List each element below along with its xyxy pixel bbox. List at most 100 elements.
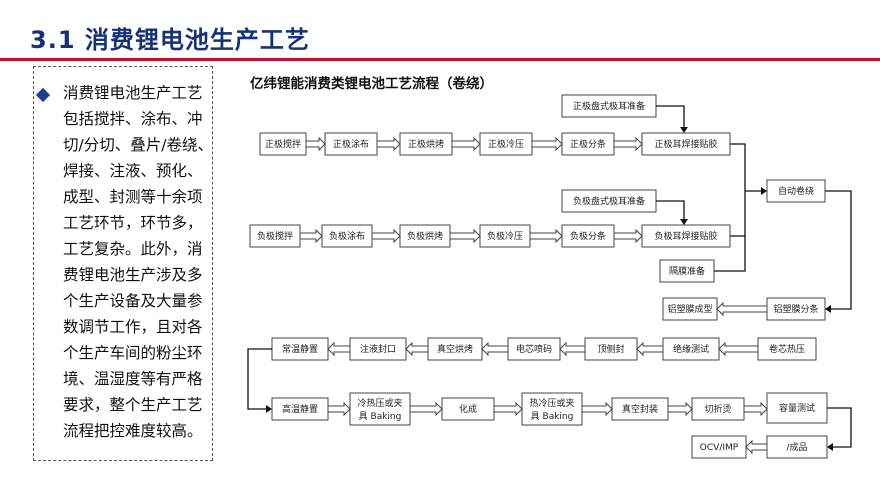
step-pos-bake: 正极烘烤 bbox=[399, 132, 453, 156]
step-pos-slit: 正极分条 bbox=[561, 132, 615, 156]
svg-text:高温静置: 高温静置 bbox=[282, 403, 318, 415]
flow-arrow bbox=[451, 136, 481, 152]
step-separator-prep: 隔膜准备 bbox=[659, 259, 715, 283]
page-title: 3.1 消费锂电池生产工艺 bbox=[30, 26, 310, 54]
step-fill-seal: 注液封口 bbox=[349, 337, 407, 361]
svg-text:负极分条: 负极分条 bbox=[570, 230, 606, 242]
step-vacuum-seal: 真空封装 bbox=[611, 397, 669, 421]
flow-arrow bbox=[581, 401, 613, 417]
arrow-head bbox=[680, 219, 688, 225]
svg-text:正极搅拌: 正极搅拌 bbox=[265, 138, 301, 150]
step-neg-coat: 负极涂布 bbox=[321, 224, 373, 248]
svg-text:正极分条: 正极分条 bbox=[570, 138, 606, 150]
svg-text:具 Baking: 具 Baking bbox=[531, 411, 574, 422]
svg-text:常温静置: 常温静置 bbox=[282, 343, 318, 355]
step-final-inspect: /成品 bbox=[766, 435, 828, 459]
step-pos-cold-press: 正极冷压 bbox=[479, 132, 533, 156]
svg-text:注液封口: 注液封口 bbox=[360, 343, 396, 355]
step-pos-coat: 正极涂布 bbox=[324, 132, 378, 156]
step-alu-film-slit: 铝塑膜分条 bbox=[766, 297, 826, 321]
arrow-head bbox=[761, 187, 767, 195]
step-neg-tab-prep: 负极盘式极耳准备 bbox=[561, 189, 657, 213]
svg-text:自动卷绕: 自动卷绕 bbox=[778, 185, 814, 197]
svg-text:铝塑膜成型: 铝塑膜成型 bbox=[667, 303, 712, 315]
step-pos-tab-weld: 正极耳焊接贴胶 bbox=[641, 132, 731, 156]
svg-text:绝缘测试: 绝缘测试 bbox=[673, 343, 709, 355]
step-room-temp-rest: 常温静置 bbox=[271, 337, 329, 361]
svg-text:热冷压或夹: 热冷压或夹 bbox=[529, 397, 574, 409]
svg-text:真空封装: 真空封装 bbox=[622, 403, 658, 415]
connector-separator bbox=[714, 236, 746, 272]
step-neg-slit: 负极分条 bbox=[561, 224, 615, 248]
svg-text:切折烫: 切折烫 bbox=[704, 403, 731, 415]
flow-arrow bbox=[371, 228, 401, 244]
svg-text:具 Baking: 具 Baking bbox=[359, 411, 402, 422]
step-neg-stir: 负极搅拌 bbox=[249, 224, 301, 248]
flow-arrow bbox=[299, 228, 323, 244]
flow-arrow bbox=[613, 136, 643, 152]
arrow-head bbox=[680, 127, 688, 133]
flowchart-title: 亿纬锂能消费类锂电池工艺流程（卷绕） bbox=[250, 76, 493, 92]
step-pos-stir: 正极搅拌 bbox=[259, 132, 307, 156]
step-core-hot-press: 卷芯热压 bbox=[757, 337, 817, 361]
step-cell-spray: 电芯喷码 bbox=[507, 337, 561, 361]
intro-textbox bbox=[33, 66, 213, 461]
flow-arrow bbox=[327, 401, 351, 417]
flow-arrow bbox=[529, 228, 563, 244]
flow-arrow bbox=[531, 136, 563, 152]
flow-arrow bbox=[481, 341, 509, 357]
svg-text:/成品: /成品 bbox=[786, 441, 807, 453]
svg-text:化成: 化成 bbox=[459, 403, 477, 415]
svg-text:负极涂布: 负极涂布 bbox=[329, 230, 365, 242]
flow-arrow bbox=[559, 341, 586, 357]
flow-arrow bbox=[667, 401, 693, 417]
step-high-temp-rest: 高温静置 bbox=[271, 397, 329, 421]
connector-wind-down bbox=[825, 190, 852, 310]
svg-text:容量测试: 容量测试 bbox=[779, 402, 815, 414]
flow-arrow bbox=[745, 439, 768, 455]
svg-text:冷热压或夹: 冷热压或夹 bbox=[357, 397, 402, 409]
flow-arrow bbox=[405, 341, 429, 357]
flow-arrow bbox=[613, 228, 643, 244]
svg-text:负极盘式极耳准备: 负极盘式极耳准备 bbox=[573, 195, 645, 207]
flow-arrow bbox=[305, 136, 326, 152]
connector-neg-tab bbox=[656, 200, 685, 222]
flow-arrow bbox=[636, 341, 664, 357]
step-neg-bake: 负极烘烤 bbox=[399, 224, 451, 248]
svg-text:负极冷压: 负极冷压 bbox=[487, 230, 523, 242]
step-neg-tab-weld: 负极耳焊接贴胶 bbox=[641, 224, 731, 248]
flow-arrow bbox=[718, 341, 759, 357]
connector-pos-tab bbox=[656, 105, 685, 130]
step-cut-fold: 切折烫 bbox=[691, 397, 745, 421]
flow-arrow bbox=[409, 401, 443, 417]
step-pos-tab-prep: 正极盘式极耳准备 bbox=[561, 94, 657, 118]
svg-text:正极烘烤: 正极烘烤 bbox=[408, 138, 444, 150]
flow-arrow bbox=[376, 136, 401, 152]
svg-text:正极盘式极耳准备: 正极盘式极耳准备 bbox=[573, 100, 645, 112]
intro-paragraph: 消费锂电池生产工艺包括搅拌、涂布、冲切/分切、叠片/卷绕、焊接、注液、预化、成型… bbox=[63, 84, 213, 440]
svg-text:OCV/IMP: OCV/IMP bbox=[700, 443, 739, 453]
step-top-side-seal: 顶侧封 bbox=[584, 337, 638, 361]
step-formation: 化成 bbox=[441, 397, 495, 421]
svg-text:铝塑膜分条: 铝塑膜分条 bbox=[773, 303, 818, 315]
svg-text:负极烘烤: 负极烘烤 bbox=[407, 230, 443, 242]
connector-capacity-down bbox=[827, 407, 852, 448]
svg-text:顶侧封: 顶侧封 bbox=[597, 343, 624, 355]
step-insulation-test: 绝缘测试 bbox=[662, 337, 720, 361]
svg-text:正极冷压: 正极冷压 bbox=[488, 138, 524, 150]
flow-arrow bbox=[716, 301, 768, 317]
svg-text:真空烘烤: 真空烘烤 bbox=[437, 343, 473, 355]
svg-text:卷芯热压: 卷芯热压 bbox=[769, 343, 805, 355]
arrow-head bbox=[825, 305, 831, 313]
svg-text:负极耳焊接贴胶: 负极耳焊接贴胶 bbox=[654, 230, 717, 242]
title-rule bbox=[0, 58, 880, 61]
flow-arrow bbox=[743, 401, 768, 417]
flow-arrow bbox=[327, 341, 351, 357]
step-ocv-imp: OCV/IMP bbox=[691, 435, 747, 459]
step-auto-wind: 自动卷绕 bbox=[766, 179, 826, 203]
svg-text:正极耳焊接贴胶: 正极耳焊接贴胶 bbox=[654, 138, 717, 150]
svg-text:正极涂布: 正极涂布 bbox=[333, 138, 369, 150]
